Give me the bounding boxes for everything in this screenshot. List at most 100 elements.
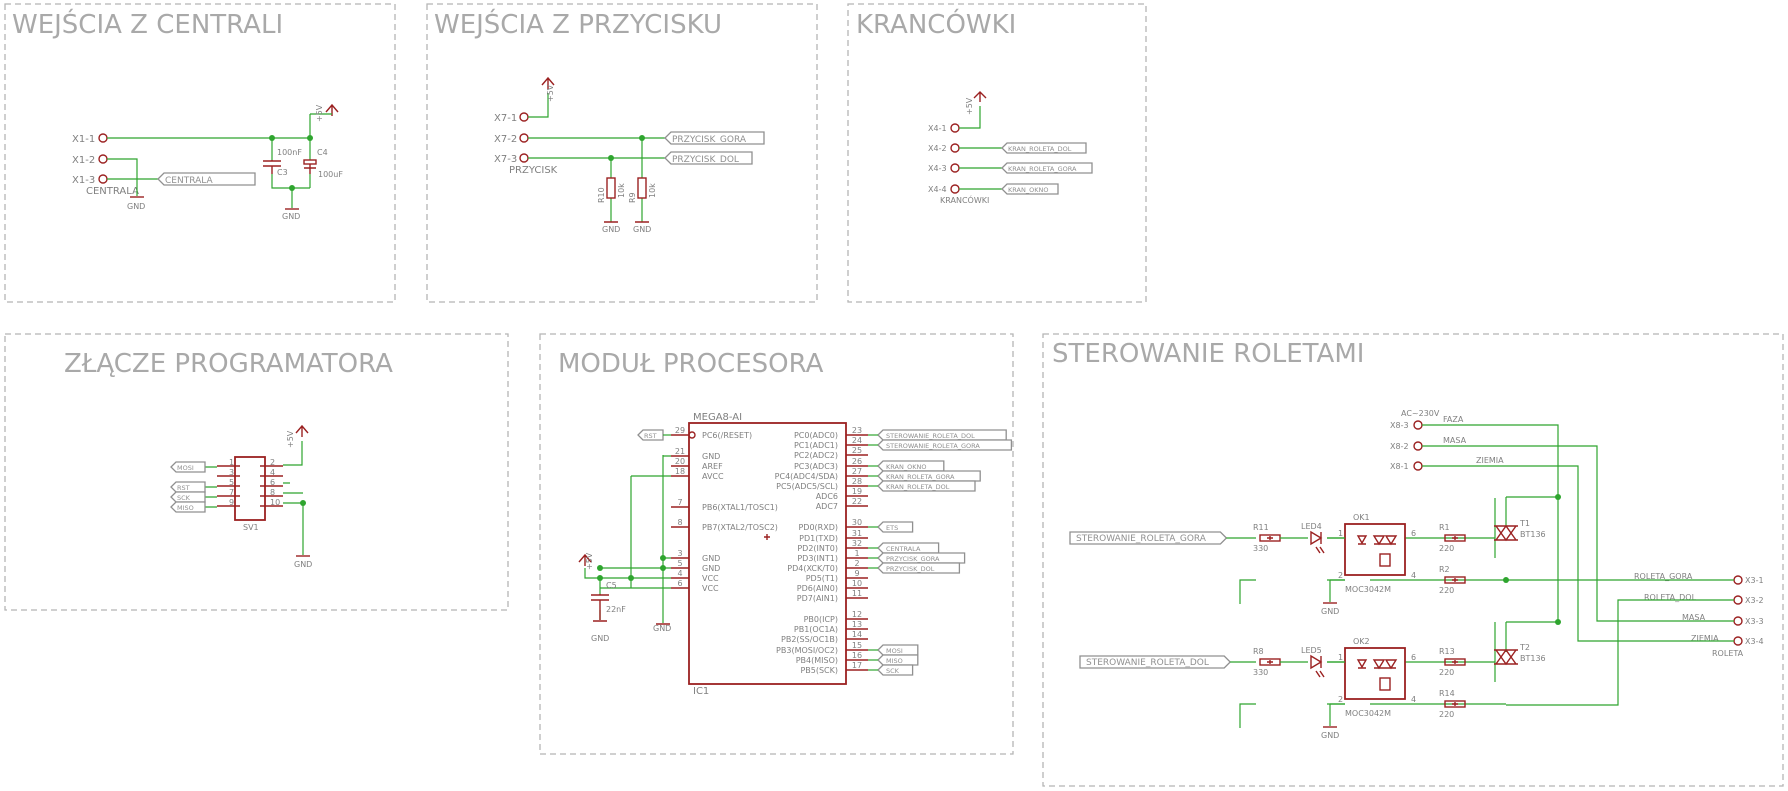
opto-triac-icon (1372, 535, 1398, 546)
header-pin-number: 1 (229, 458, 234, 467)
pin-x8-1: X8-1 (1390, 461, 1423, 471)
net-tag-sck: SCK (170, 491, 206, 503)
pin-x3-2: X3-2 (1733, 595, 1764, 605)
net-tag (877, 429, 1007, 441)
ic-pin-number: 26 (852, 457, 862, 466)
triac-icon (1494, 524, 1518, 542)
svg-text:X4-3: X4-3 (928, 164, 947, 173)
ic-pin-name: GND (702, 554, 720, 563)
resistor-r10: R10 10k (597, 177, 626, 203)
resistor-value: 330 (1253, 544, 1268, 553)
led-icon (1310, 654, 1323, 670)
net-tag-mosi: MOSI (170, 461, 206, 473)
svg-text:RST: RST (644, 432, 657, 440)
svg-text:X4-4: X4-4 (928, 185, 947, 194)
header-pin-number: 6 (270, 478, 275, 487)
svg-text:R10: R10 (597, 187, 606, 203)
vcc-arrow-icon (295, 424, 309, 437)
led-name: LED4 (1301, 522, 1322, 531)
led-icon (1310, 530, 1323, 546)
ic-pin-number: 18 (675, 467, 685, 476)
ic-pin-number: 20 (675, 457, 685, 466)
opto-led-icon (1356, 535, 1368, 545)
vcc-label: +5V (286, 430, 295, 448)
svg-text:CENTRALA: CENTRALA (165, 176, 213, 186)
net-tag-centrala: CENTRALA (157, 172, 256, 186)
gnd-label: GND (591, 634, 609, 643)
ic-origin-mark (764, 534, 770, 540)
resistor-mark (1452, 702, 1458, 706)
opto-pin-number: 2 (1338, 695, 1343, 704)
gnd-label: GND (602, 225, 620, 234)
pin-x4-4: X4-4 (928, 184, 960, 194)
pin-x7-3: X7-3 (494, 153, 529, 165)
resistor-mark (1452, 660, 1458, 664)
vcc-arrow-icon (541, 76, 555, 89)
led-arrows-icon (1315, 670, 1325, 678)
resistor-name: R11 (1253, 523, 1269, 532)
svg-text:PRZYCISK_GORA: PRZYCISK_GORA (672, 135, 747, 145)
ic-pin-name: PC4(ADC4/SDA) (775, 472, 838, 481)
svg-text:X4-2: X4-2 (928, 144, 947, 153)
opto-pin-number: 4 (1411, 695, 1416, 704)
ic-pin-number: 6 (677, 579, 682, 588)
pin-x1-1: X1-1 (72, 133, 108, 145)
pin-x1-3: X1-3 (72, 174, 108, 186)
net-tag-label: MOSI (886, 647, 903, 655)
ic-pin-name: PD5(T1) (806, 574, 838, 583)
pin-x4-2: X4-2 (928, 143, 960, 153)
net-tag-label: ETS (886, 524, 898, 532)
net-label-masa-out: MASA (1682, 613, 1706, 622)
svg-text:KRAN_ROLETA_GORA: KRAN_ROLETA_GORA (1008, 165, 1077, 173)
net-tag-label: STEROWANIE_ROLETA_GORA (1076, 534, 1207, 544)
net-tag (877, 439, 1013, 451)
resistor-r9: R9 10k (628, 177, 657, 203)
svg-text:X4-1: X4-1 (928, 124, 947, 133)
ic-pin-number: 17 (852, 661, 862, 670)
ic-pin-name: PB7(XTAL2/TOSC2) (702, 523, 778, 532)
section-centrala: X1-1 X1-2 X1-3 CENTRALA GND GND +5V CENT… (72, 103, 343, 221)
gnd-label: GND (127, 202, 145, 211)
resistor-value: 220 (1439, 668, 1454, 677)
ic-pin-name: PC5(ADC5/SCL) (776, 482, 838, 491)
net-tag-kran-roleta-dol: KRAN_ROLETA_DOL (1001, 142, 1087, 154)
vcc-arrow-icon (578, 553, 592, 566)
frame-programator (4, 333, 509, 611)
svg-text:10k: 10k (617, 183, 626, 198)
net-tag-przycisk-gora: PRZYCISK_GORA (664, 131, 765, 145)
net-tag-label: KRAN_ROLETA_GORA (886, 473, 955, 481)
section-przycisk: X7-1 X7-2 X7-3 PRZYCISK +5V PRZYCISK_GOR… (494, 76, 765, 234)
opto-name: OK2 (1353, 637, 1370, 646)
svg-text:100uF: 100uF (318, 170, 343, 179)
svg-text:X7-3: X7-3 (494, 154, 517, 165)
ic-pin-number: 21 (675, 447, 685, 456)
ic-pin-name: PD3(INT1) (797, 554, 838, 563)
gnd-symbol (593, 620, 670, 625)
ic-pin-name: PD4(XCK/T0) (787, 564, 838, 573)
ic-pin-number: 9 (854, 569, 859, 578)
ic-pin-number: 3 (677, 549, 682, 558)
net-tag-label: PRZYCISK_DOL (886, 565, 935, 573)
net-tag-kran-roleta-gora: KRAN_ROLETA_GORA (1001, 162, 1093, 174)
svg-text:C5: C5 (606, 581, 617, 590)
ic-pin-name: PC6(/RESET) (702, 431, 752, 440)
opto-wires (1327, 537, 1345, 602)
svg-text:MISO: MISO (177, 504, 194, 512)
ic-pin-number: 10 (852, 579, 862, 588)
ic-chip-name: MEGA8-AI (693, 412, 742, 423)
triac-part: BT136 (1520, 530, 1546, 539)
ic-pin-name: PB6(XTAL1/TOSC1) (702, 503, 778, 512)
net-tag-label: STEROWANIE_ROLETA_GORA (886, 442, 980, 450)
ic-pin-number: 2 (854, 559, 859, 568)
resistor (1444, 658, 1466, 666)
net-tag-label: KRAN_OKNO (886, 463, 926, 471)
svg-text:KRAN_ROLETA_DOL: KRAN_ROLETA_DOL (1008, 145, 1072, 153)
triac-name: T1 (1519, 519, 1530, 528)
wires-centrala (107, 114, 311, 208)
frame-przycisk (426, 3, 818, 303)
resistor-name: R8 (1253, 647, 1264, 656)
ic-pin-number: 11 (852, 589, 862, 598)
frame-sterowanie (1042, 333, 1784, 787)
vcc-label: +5V (585, 552, 594, 570)
